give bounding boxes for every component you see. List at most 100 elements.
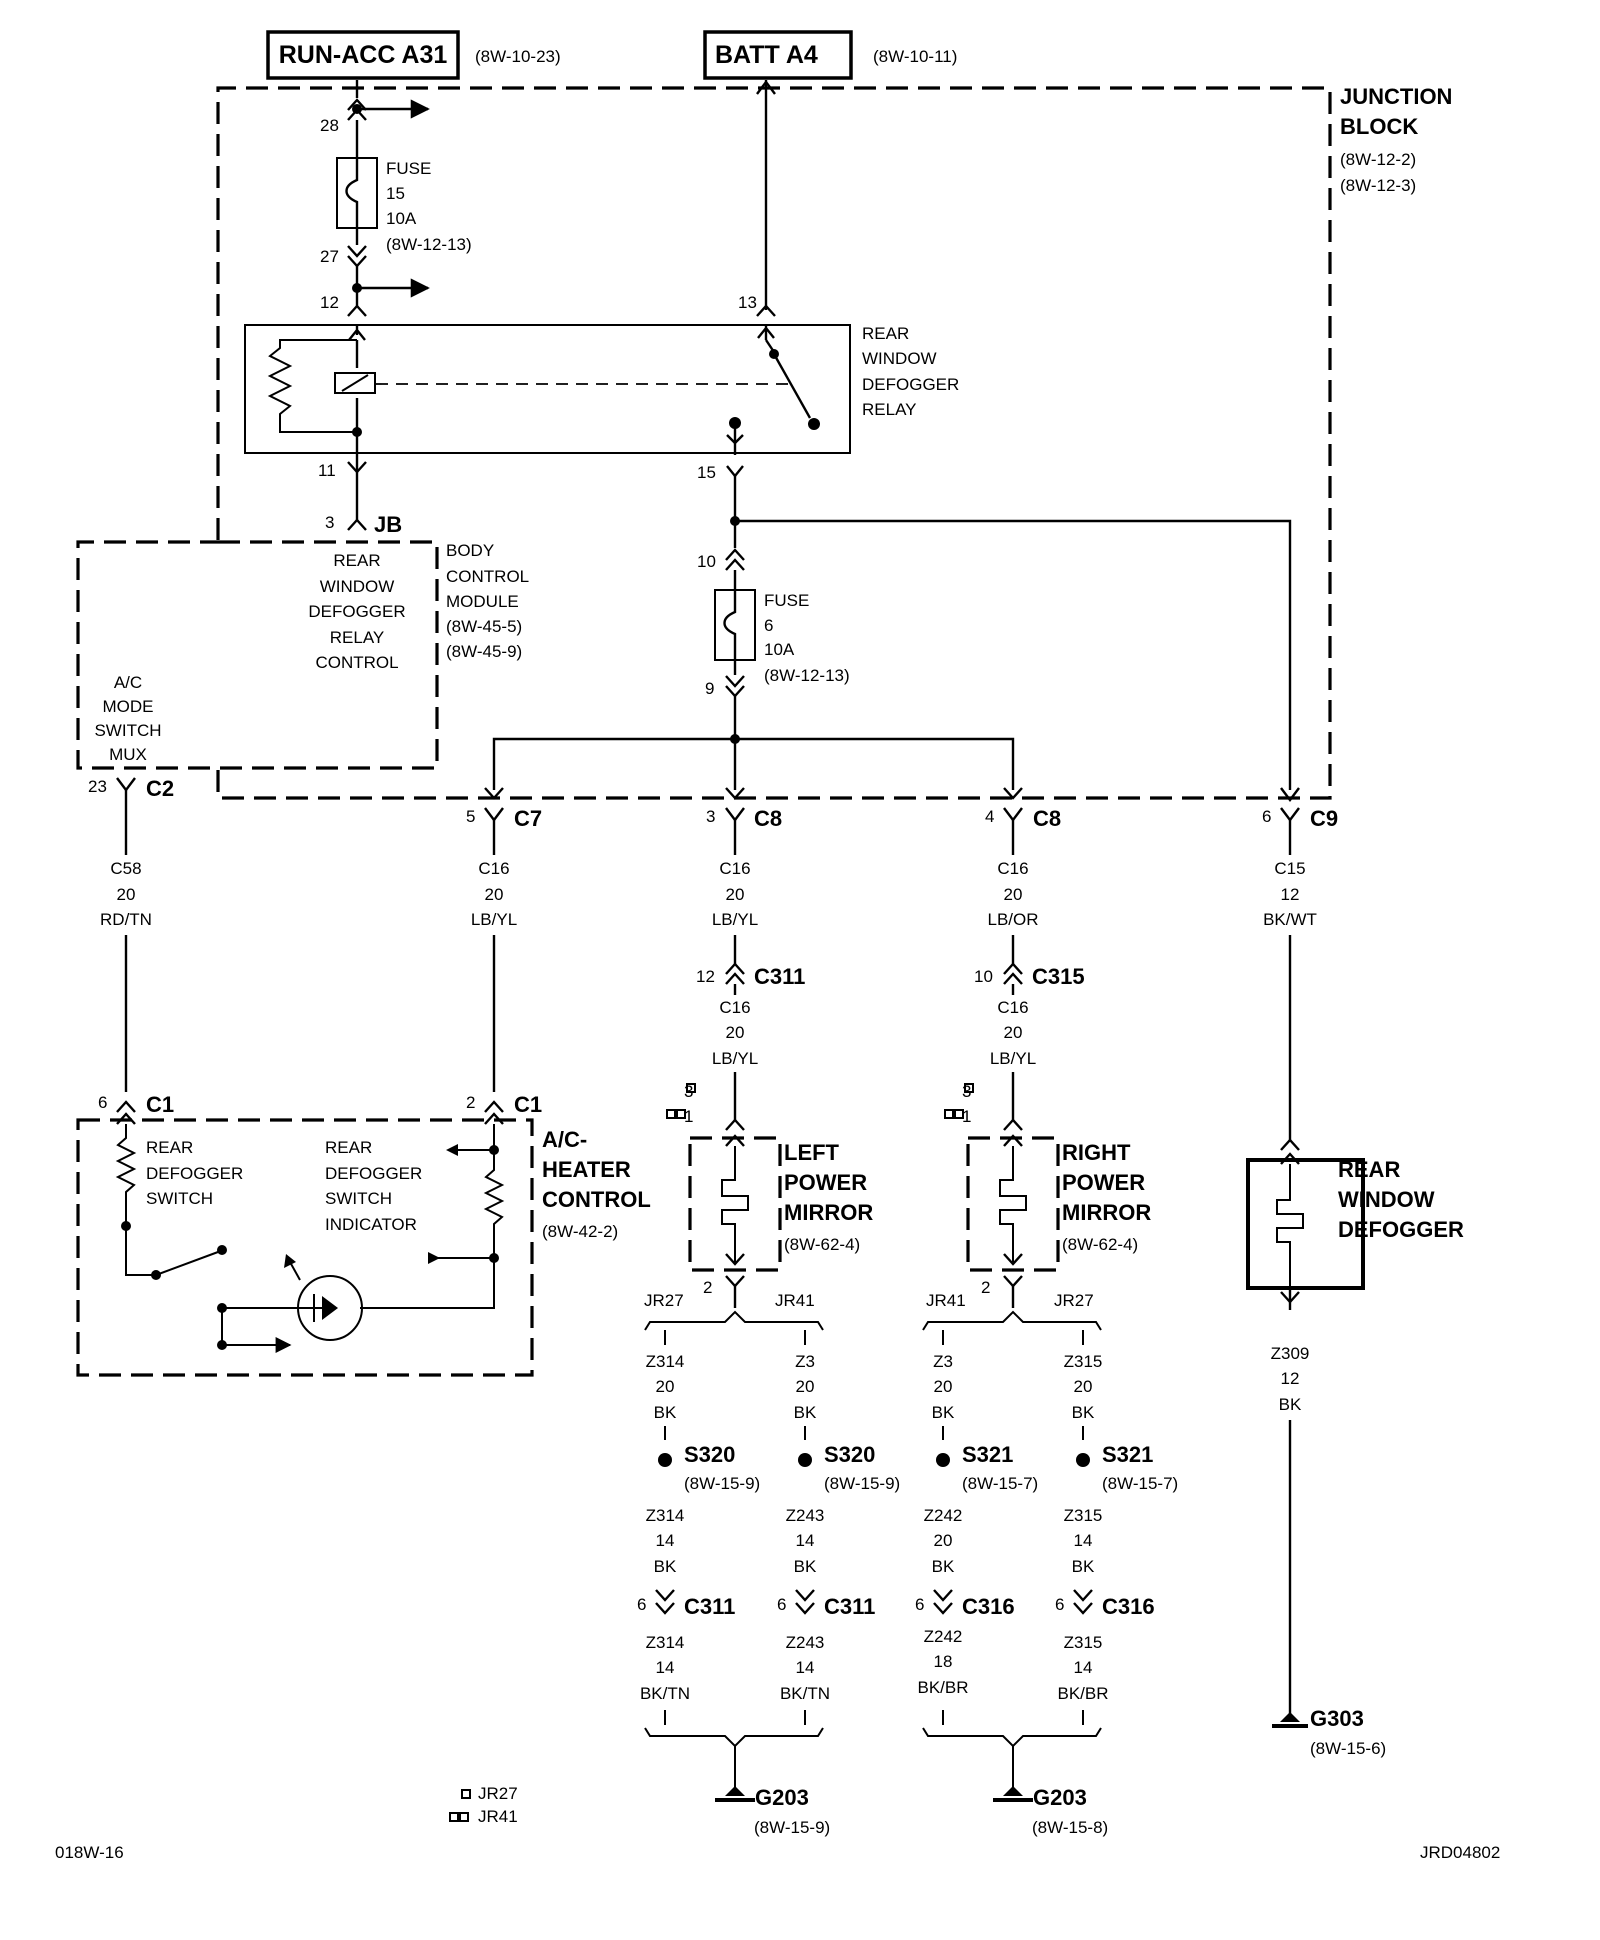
svg-text:6: 6: [637, 1595, 646, 1614]
wire-runs: [124, 790, 1292, 1142]
jumper-legend: JR27 JR41: [449, 1784, 518, 1826]
svg-text:9: 9: [705, 679, 714, 698]
svg-text:RELAY: RELAY: [330, 628, 385, 647]
svg-text:C9: C9: [1310, 806, 1338, 831]
ground-column-c: Z3 20 BK S321 (8W-15-7) Z242 20 BK 6 C31…: [915, 1330, 1038, 1725]
inline-c311: 12 C311 C16 20 LB/YL: [696, 958, 805, 1112]
footer-left: 018W-16: [55, 1843, 124, 1862]
svg-text:(8W-15-9): (8W-15-9): [754, 1818, 830, 1837]
svg-text:2: 2: [466, 1093, 475, 1112]
svg-text:FUSE: FUSE: [764, 591, 809, 610]
svg-text:2: 2: [981, 1278, 990, 1297]
svg-text:BK/WT: BK/WT: [1263, 910, 1317, 929]
defogger-title: REAR WINDOW DEFOGGER: [1338, 1157, 1464, 1242]
svg-text:20: 20: [1074, 1377, 1093, 1396]
rear-window-defogger: REAR WINDOW DEFOGGER Z309 12 BK G303 (8W…: [1246, 1138, 1464, 1758]
svg-text:S321: S321: [962, 1442, 1013, 1467]
svg-text:23: 23: [88, 777, 107, 796]
svg-text:12: 12: [1281, 885, 1300, 904]
svg-text:12: 12: [1281, 1369, 1300, 1388]
svg-text:Z3: Z3: [933, 1352, 953, 1371]
svg-text:C16: C16: [997, 998, 1028, 1017]
hvac-title: A/C- HEATER CONTROL (8W-42-2): [542, 1127, 651, 1241]
svg-text:C316: C316: [962, 1594, 1015, 1619]
svg-text:CONTROL: CONTROL: [315, 653, 398, 672]
rear-defogger-switch-label: REAR DEFOGGER SWITCH: [146, 1138, 243, 1208]
svg-text:6: 6: [915, 1595, 924, 1614]
svg-text:14: 14: [656, 1531, 675, 1550]
svg-text:BK: BK: [1072, 1403, 1095, 1422]
svg-text:(8W-12-13): (8W-12-13): [764, 666, 850, 685]
svg-text:DEFOGGER: DEFOGGER: [325, 1164, 422, 1183]
svg-text:JR27: JR27: [644, 1291, 684, 1310]
run-acc-ref: (8W-10-23): [475, 47, 561, 66]
svg-text:BK: BK: [654, 1403, 677, 1422]
svg-text:POWER: POWER: [1062, 1170, 1145, 1195]
svg-text:BK/TN: BK/TN: [780, 1684, 830, 1703]
svg-text:JR41: JR41: [775, 1291, 815, 1310]
svg-text:6: 6: [98, 1093, 107, 1112]
svg-text:DEFOGGER: DEFOGGER: [308, 602, 405, 621]
right-mirror-title: RIGHT POWER MIRROR (8W-62-4): [1062, 1140, 1151, 1254]
svg-text:14: 14: [796, 1658, 815, 1677]
svg-text:14: 14: [1074, 1531, 1093, 1550]
svg-text:JR27: JR27: [478, 1784, 518, 1803]
svg-text:WINDOW: WINDOW: [320, 577, 395, 596]
svg-text:BK/BR: BK/BR: [1057, 1684, 1108, 1703]
svg-text:MUX: MUX: [109, 745, 147, 764]
fuse-6-label: FUSE 6 10A (8W-12-13): [764, 591, 850, 685]
svg-text:Z315: Z315: [1064, 1506, 1103, 1525]
svg-text:RELAY: RELAY: [862, 400, 917, 419]
svg-text:SWITCH: SWITCH: [325, 1189, 392, 1208]
svg-text:LB/YL: LB/YL: [712, 910, 758, 929]
svg-text:20: 20: [485, 885, 504, 904]
svg-text:(8W-45-5): (8W-45-5): [446, 617, 522, 636]
svg-text:20: 20: [656, 1377, 675, 1396]
svg-text:BODY: BODY: [446, 541, 494, 560]
batt-label: BATT A4: [715, 41, 818, 69]
svg-text:20: 20: [726, 885, 745, 904]
svg-text:REAR: REAR: [1338, 1157, 1400, 1182]
svg-text:DEFOGGER: DEFOGGER: [1338, 1217, 1464, 1242]
ac-mode-switch-mux-label: A/C MODE SWITCH MUX: [94, 673, 161, 764]
svg-text:MIRROR: MIRROR: [784, 1200, 873, 1225]
right-power-mirror: 3 1 2 RIGHT POWER MIRROR (8W-62-4) JR41 …: [922, 1082, 1151, 1331]
left-power-mirror: 3 1 2 LEFT POWER MIRROR (8W-62-4) JR27 J…: [644, 1082, 873, 1331]
ground-column-d: Z315 20 BK S321 (8W-15-7) Z315 14 BK 6 C…: [1055, 1330, 1178, 1725]
svg-text:12: 12: [696, 967, 715, 986]
svg-text:DEFOGGER: DEFOGGER: [146, 1164, 243, 1183]
ground-g303: G303 (8W-15-6): [1272, 1706, 1386, 1758]
svg-text:BK/BR: BK/BR: [917, 1678, 968, 1697]
svg-text:C16: C16: [997, 859, 1028, 878]
batt-ref: (8W-10-11): [873, 47, 957, 66]
svg-text:(8W-42-2): (8W-42-2): [542, 1222, 618, 1241]
svg-text:JB: JB: [374, 512, 402, 537]
svg-text:INDICATOR: INDICATOR: [325, 1215, 417, 1234]
svg-text:BK: BK: [1072, 1557, 1095, 1576]
svg-text:G203: G203: [755, 1785, 809, 1810]
svg-text:14: 14: [1074, 1658, 1093, 1677]
svg-text:28: 28: [320, 116, 339, 135]
svg-text:(8W-12-2): (8W-12-2): [1340, 150, 1416, 169]
svg-text:3: 3: [325, 513, 334, 532]
relay-label: REAR WINDOW DEFOGGER RELAY: [862, 324, 959, 419]
svg-text:LB/YL: LB/YL: [712, 1049, 758, 1068]
svg-text:10: 10: [974, 967, 993, 986]
run-acc-source: RUN-ACC A31 (8W-10-23): [266, 30, 561, 80]
svg-text:Z242: Z242: [924, 1506, 963, 1525]
svg-text:BK: BK: [932, 1557, 955, 1576]
svg-text:BK: BK: [654, 1557, 677, 1576]
fuse-15-label: FUSE 15 10A (8W-12-13): [386, 159, 472, 254]
svg-text:S321: S321: [1102, 1442, 1153, 1467]
svg-text:REAR: REAR: [325, 1138, 372, 1157]
left-mirror-title: LEFT POWER MIRROR (8W-62-4): [784, 1140, 873, 1254]
svg-text:20: 20: [1004, 885, 1023, 904]
svg-text:BK: BK: [794, 1403, 817, 1422]
svg-text:(8W-15-7): (8W-15-7): [1102, 1474, 1178, 1493]
svg-text:C1: C1: [146, 1092, 174, 1117]
svg-text:(8W-45-9): (8W-45-9): [446, 642, 522, 661]
svg-text:CONTROL: CONTROL: [446, 567, 529, 586]
svg-text:C311: C311: [684, 1594, 735, 1619]
svg-text:12: 12: [320, 293, 339, 312]
